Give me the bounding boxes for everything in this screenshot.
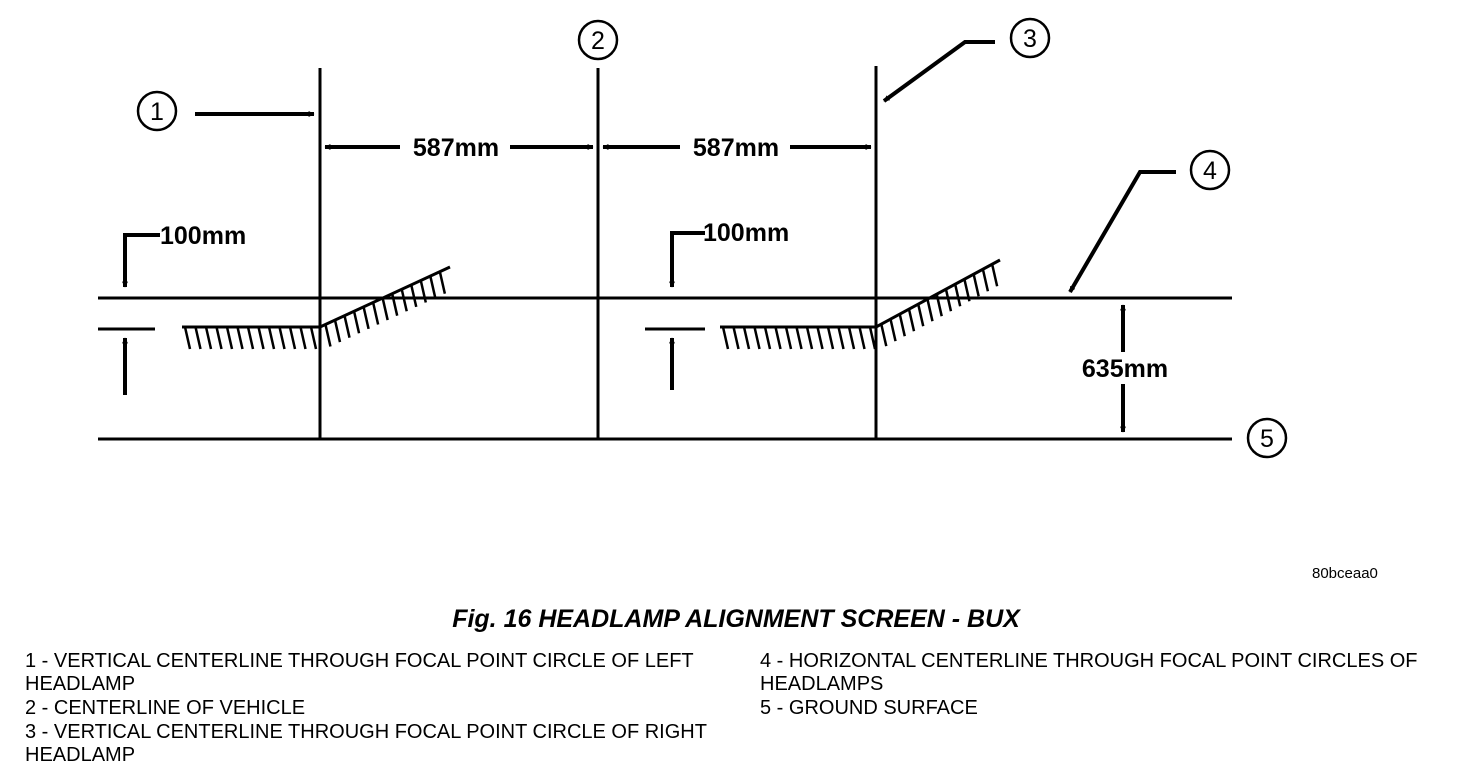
left-beam-cutoff-pattern [182,265,451,350]
callout-3: 3 [882,17,1051,103]
drop-dimension-right: 100mm [645,219,789,390]
drop-dimension-left: 100mm [98,222,246,395]
legend-left-column: 1 - VERTICAL CENTERLINE THROUGH FOCAL PO… [25,650,725,768]
legend-item-5: 5 - GROUND SURFACE [760,697,978,719]
drop-label-right: 100mm [703,219,789,247]
svg-text:2: 2 [591,27,605,55]
svg-text:1: 1 [150,98,164,126]
figure-reference-code: 80bceaa0 [1312,565,1378,582]
callout-4: 4 [1068,149,1231,294]
figure-caption: Fig. 16 HEADLAMP ALIGNMENT SCREEN - BUX [452,605,1020,633]
svg-text:4: 4 [1203,157,1217,185]
dimension-label-right: 587mm [693,134,779,162]
svg-text:3: 3 [1023,25,1037,53]
legend-right-column: 4 - HORIZONTAL CENTERLINE THROUGH FOCAL … [760,650,1465,721]
alignment-screen-diagram: 587mm 587mm 100mm 100mm 635mm 1 2 [98,17,1378,582]
callout-1: 1 [136,90,315,132]
callout-2: 2 [577,19,619,61]
legend-item-4: 4 - HORIZONTAL CENTERLINE THROUGH FOCAL … [760,650,1418,695]
dimension-label-left: 587mm [413,134,499,162]
drop-label-left: 100mm [160,222,246,250]
dimension-center-to-right: 587mm [602,134,872,162]
callout-5: 5 [1246,417,1288,459]
legend-item-3: 3 - VERTICAL CENTERLINE THROUGH FOCAL PO… [25,721,707,766]
height-dimension: 635mm [1082,304,1168,433]
legend-item-2: 2 - CENTERLINE OF VEHICLE [25,697,306,719]
legend-item-1: 1 - VERTICAL CENTERLINE THROUGH FOCAL PO… [25,650,694,695]
structural-lines [98,66,1232,441]
right-beam-cutoff-pattern [720,258,1001,350]
svg-text:5: 5 [1260,425,1274,453]
height-label: 635mm [1082,355,1168,383]
dimension-left-to-center: 587mm [324,134,594,162]
